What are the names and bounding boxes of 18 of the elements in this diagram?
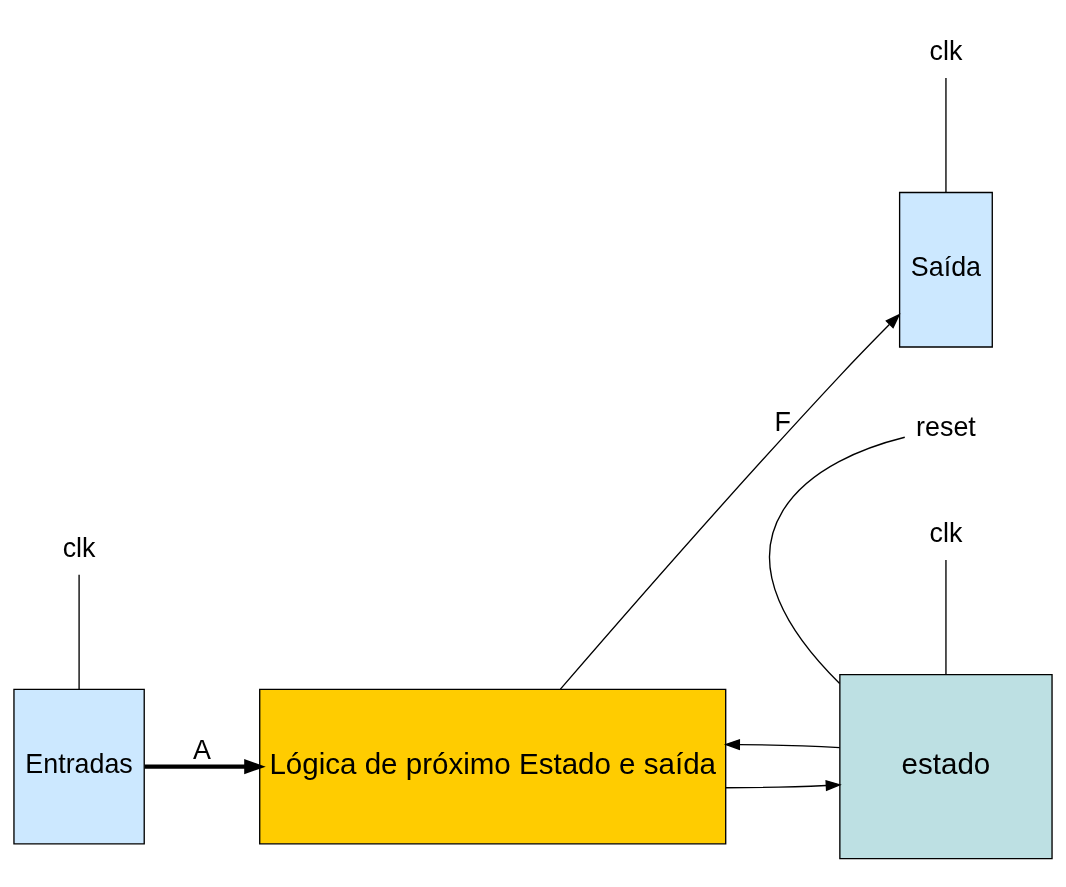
node-text: reset	[916, 411, 976, 442]
node-text: clk	[929, 35, 963, 66]
node-text: clk	[929, 517, 963, 548]
arrow	[559, 312, 901, 690]
arrow	[725, 779, 842, 791]
arrow	[144, 758, 266, 774]
node-box: Entradas	[13, 688, 145, 845]
connector	[768, 436, 906, 684]
connector	[945, 558, 947, 675]
connector	[78, 573, 80, 690]
node-box: Lógica de próximo Estado e saída	[259, 688, 727, 845]
node-box: estado	[839, 673, 1053, 859]
node-text: clk	[62, 532, 96, 563]
edge-label: A	[193, 734, 211, 765]
edge-label: F	[774, 406, 791, 437]
arrow	[723, 738, 841, 750]
connector	[945, 76, 947, 193]
node-box: Saída	[898, 191, 993, 348]
